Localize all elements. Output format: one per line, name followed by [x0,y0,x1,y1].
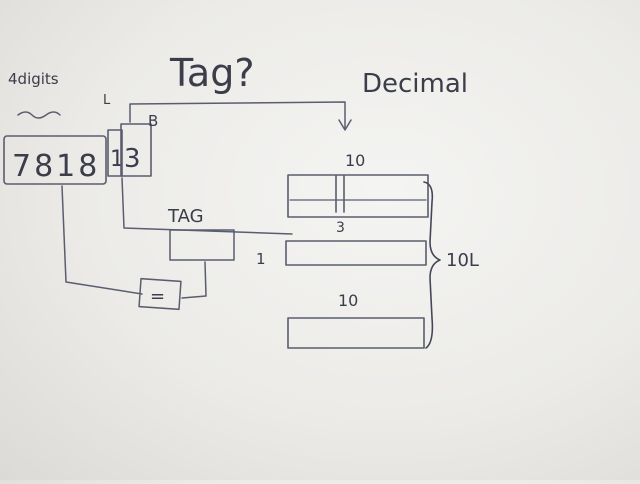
tag-compare-line [61,185,143,295]
number-box [3,135,107,185]
arrow-head-icon [338,119,352,131]
number-digits: 7818 [12,149,100,184]
brace-label: 10L [446,250,479,271]
digit-1-box [107,129,123,177]
digits-label: 4digits [8,70,59,88]
cache-row-1 [287,174,429,218]
digit-1: 1 [110,147,124,172]
tag-box [169,229,235,261]
wavy-underline [17,111,61,119]
digit-3: 3 [124,144,141,174]
equals-symbol: = [150,286,165,307]
row-label-1: 10 [345,151,365,170]
cache-row-2 [285,240,427,266]
tag-to-compare-line [181,261,207,299]
tag-label: TAG [167,206,204,227]
title: Tag? [169,51,255,95]
pointer-line [129,101,346,129]
row-label-4: 10 [338,291,358,310]
right-brace [423,181,441,349]
comparator-box [138,277,182,311]
l-label: L [103,93,111,108]
row-label-2: 3 [336,220,345,236]
decimal-label: Decimal [362,69,468,99]
b-label: B [148,112,158,130]
index-line [121,177,293,235]
digit-3-box [120,123,152,177]
row-label-3: 1 [256,250,266,268]
cache-row-3 [287,317,425,349]
